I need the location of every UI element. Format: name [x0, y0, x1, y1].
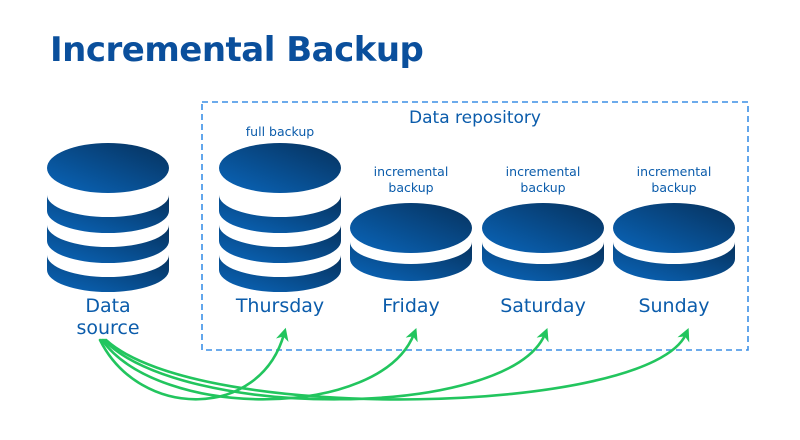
repository-label: Data repository	[409, 108, 541, 128]
data-repository-border	[201, 101, 749, 351]
day-label-saturday: Saturday	[500, 295, 586, 317]
source-label-line1: Data	[85, 295, 131, 317]
page-title: Incremental Backup	[50, 30, 424, 70]
sunday-incremental-disk-icon	[613, 203, 735, 281]
day-label-thursday: Thursday	[235, 295, 325, 317]
arrow-to-friday	[100, 327, 418, 401]
arrow-to-sunday	[104, 328, 690, 401]
thursday-full-backup-database-icon	[219, 143, 341, 292]
saturday-incremental-disk-icon	[482, 203, 604, 281]
backup-type-label: full backup	[245, 124, 315, 139]
arrow-to-saturday	[102, 327, 549, 401]
data-source-label: Data source	[48, 295, 168, 339]
source-label-line2: source	[76, 317, 140, 339]
arrow-to-thursday	[98, 327, 289, 401]
data-source-database-icon	[47, 143, 169, 292]
friday-incremental-disk-icon	[350, 203, 472, 281]
day-label-sunday: Sunday	[638, 295, 710, 317]
day-label-friday: Friday	[382, 295, 440, 317]
